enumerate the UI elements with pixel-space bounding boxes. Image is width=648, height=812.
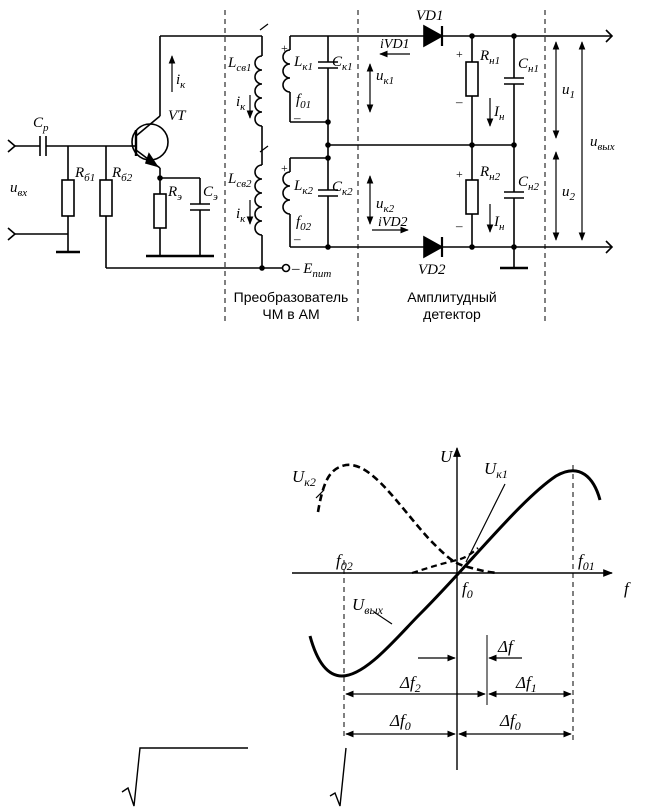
svg-text:Iн: Iн	[493, 214, 505, 233]
capacitor-cp	[39, 136, 47, 156]
radical-sign-2	[329, 747, 347, 807]
output-terminal-bottom	[605, 240, 614, 254]
circuit-diagram	[7, 10, 614, 325]
graph-labels: U f Uк2 Uк1 Uвых f02 f0 f01 Δf Δf2 Δf1 Δ…	[292, 447, 631, 733]
svg-text:Cэ: Cэ	[203, 184, 218, 203]
svg-text:Cк2: Cк2	[332, 179, 353, 198]
svg-text:–: –	[293, 110, 301, 125]
svg-text:u2: u2	[562, 184, 576, 203]
svg-text:+: +	[281, 161, 288, 175]
caption-detector-1: Амплитудный	[407, 289, 496, 305]
svg-text:–: –	[455, 94, 463, 109]
caption-detector-2: детектор	[423, 306, 481, 322]
svg-text:Δf1: Δf1	[515, 673, 537, 695]
coil-lsv2	[254, 164, 263, 236]
circuit-labels: Cр uвх Rб1 Rб2 VT iк Rэ Cэ Lсв1 iк Lсв2 …	[10, 8, 615, 322]
svg-text:Lк2: Lк2	[293, 178, 313, 197]
resistor-rb2	[99, 179, 113, 217]
resistor-rn2	[465, 179, 479, 215]
svg-text:Lсв1: Lсв1	[227, 55, 252, 74]
svg-text:iVD2: iVD2	[378, 215, 408, 230]
svg-text:iк: iк	[236, 206, 246, 225]
svg-text:VD2: VD2	[418, 262, 446, 278]
svg-text:–: –	[455, 218, 463, 233]
svg-text:Uк2: Uк2	[292, 467, 316, 489]
coil-lk1	[282, 49, 291, 93]
transistor-vt	[130, 115, 169, 169]
curve-uk1	[411, 547, 479, 575]
svg-text:Rэ: Rэ	[167, 184, 182, 203]
svg-text:uк1: uк1	[376, 68, 394, 87]
label-vt: VT	[168, 108, 187, 124]
svg-text:–: –	[293, 231, 301, 246]
svg-text:Rн1: Rн1	[479, 48, 500, 67]
svg-text:– Eпит: – Eпит	[291, 261, 331, 280]
diode-vd2	[423, 235, 444, 259]
svg-text:f01: f01	[578, 551, 595, 573]
svg-text:Δf: Δf	[497, 637, 515, 656]
svg-text:uк2: uк2	[376, 196, 395, 215]
svg-text:VD1: VD1	[416, 8, 444, 24]
output-terminal-top	[605, 29, 614, 43]
resistor-re	[153, 193, 167, 229]
input-terminal-top	[7, 139, 17, 153]
svg-text:Rн2: Rн2	[479, 164, 501, 183]
curve-uk2	[316, 463, 499, 575]
svg-text:Δf2: Δf2	[399, 673, 421, 695]
svg-text:Rб1: Rб1	[74, 165, 95, 184]
svg-text:Cк1: Cк1	[332, 54, 353, 73]
caption-converter-2: ЧМ в АМ	[262, 306, 319, 322]
svg-text:uвх: uвх	[10, 180, 27, 199]
curve-uvyx	[308, 469, 602, 678]
svg-text:Uвых: Uвых	[352, 595, 384, 617]
capacitor-cn2	[504, 191, 524, 199]
svg-text:+: +	[456, 167, 463, 181]
capacitor-cn1	[504, 77, 524, 85]
radical-fragments	[121, 747, 347, 807]
supply-terminal	[281, 263, 291, 273]
svg-text:u1: u1	[562, 82, 575, 101]
svg-text:iк: iк	[176, 72, 186, 91]
svg-text:f0: f0	[462, 579, 473, 601]
svg-text:U: U	[440, 447, 454, 466]
coil-lsv1	[254, 55, 263, 127]
input-terminal-bottom	[7, 227, 17, 241]
svg-text:f02: f02	[296, 214, 312, 233]
coil-lk2	[282, 171, 291, 215]
svg-text:Δf0: Δf0	[389, 711, 411, 733]
svg-text:Cн2: Cн2	[518, 174, 539, 193]
svg-text:Lк1: Lк1	[293, 54, 313, 73]
response-graph	[292, 447, 613, 770]
resistor-rb1	[61, 179, 75, 217]
radical-sign-1	[121, 747, 248, 807]
svg-text:f01: f01	[296, 92, 311, 111]
svg-text:Lсв2: Lсв2	[227, 171, 252, 190]
svg-text:Cр: Cр	[33, 115, 49, 134]
svg-text:Rб2: Rб2	[111, 165, 133, 184]
svg-text:iVD1: iVD1	[380, 37, 410, 52]
svg-text:+: +	[456, 47, 463, 61]
svg-text:Δf0: Δf0	[499, 711, 521, 733]
svg-text:f: f	[624, 579, 631, 598]
svg-text:uвых: uвых	[590, 134, 615, 153]
svg-text:Cн1: Cн1	[518, 56, 539, 75]
svg-text:Uк1: Uк1	[484, 459, 508, 481]
caption-converter-1: Преобразователь	[234, 289, 349, 305]
svg-text:iк: iк	[236, 94, 246, 113]
capacitor-ce	[190, 203, 210, 211]
diode-vd1	[423, 24, 444, 48]
svg-text:+: +	[281, 41, 288, 55]
svg-text:Iн: Iн	[493, 104, 505, 123]
svg-text:f02: f02	[336, 551, 353, 573]
resistor-rn1	[465, 61, 479, 97]
